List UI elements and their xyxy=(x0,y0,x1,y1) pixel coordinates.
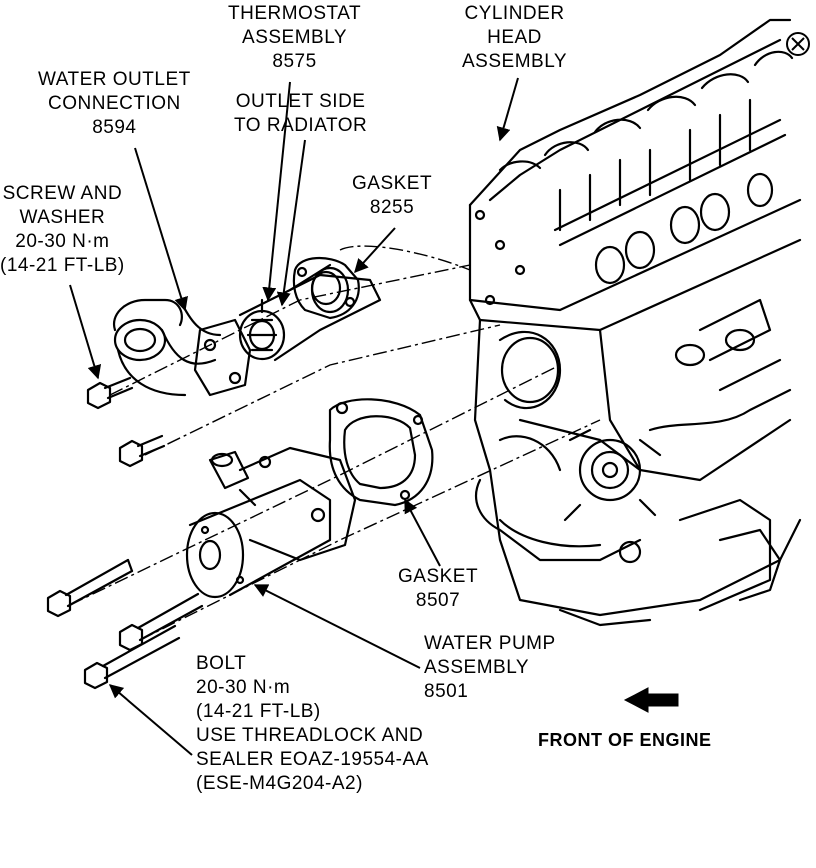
label-gasket-8255: GASKET 8255 xyxy=(352,173,433,218)
label-thermostat-assembly: THERMOSTAT ASSEMBLY 8575 xyxy=(228,3,362,72)
label-bolt-spec: BOLT 20-30 N·m (14-21 FT-LB) USE THREADL… xyxy=(196,653,429,794)
corner-symbol-icon xyxy=(786,32,810,56)
label-screw-and-washer: SCREW AND WASHER 20-30 N·m (14-21 FT-LB) xyxy=(0,183,125,276)
label-water-pump-assembly: WATER PUMP ASSEMBLY 8501 xyxy=(424,633,556,702)
water-pump-assembly xyxy=(185,446,357,599)
bolt-long-3 xyxy=(83,624,181,690)
gasket-8255 xyxy=(292,257,360,320)
screw-top xyxy=(86,376,134,410)
label-cylinder-head-assembly: CYLINDER HEAD ASSEMBLY xyxy=(462,3,568,72)
label-water-outlet-connection: WATER OUTLET CONNECTION 8594 xyxy=(38,69,191,138)
bolt-long-2 xyxy=(118,592,204,652)
label-gasket-8507: GASKET 8507 xyxy=(398,566,479,611)
bolt-long-1 xyxy=(46,558,134,618)
label-front-of-engine: FRONT OF ENGINE xyxy=(538,730,712,750)
leader-lines xyxy=(69,77,519,756)
front-arrow-icon xyxy=(623,687,679,713)
label-outlet-side-to-radiator: OUTLET SIDE TO RADIATOR xyxy=(234,91,368,136)
thermostat-assembly xyxy=(238,298,286,361)
alignment-lines xyxy=(69,245,601,641)
screw-lower xyxy=(118,434,166,468)
engine-block xyxy=(468,18,802,627)
gasket-8507 xyxy=(328,398,434,507)
water-outlet-connection xyxy=(112,298,252,397)
